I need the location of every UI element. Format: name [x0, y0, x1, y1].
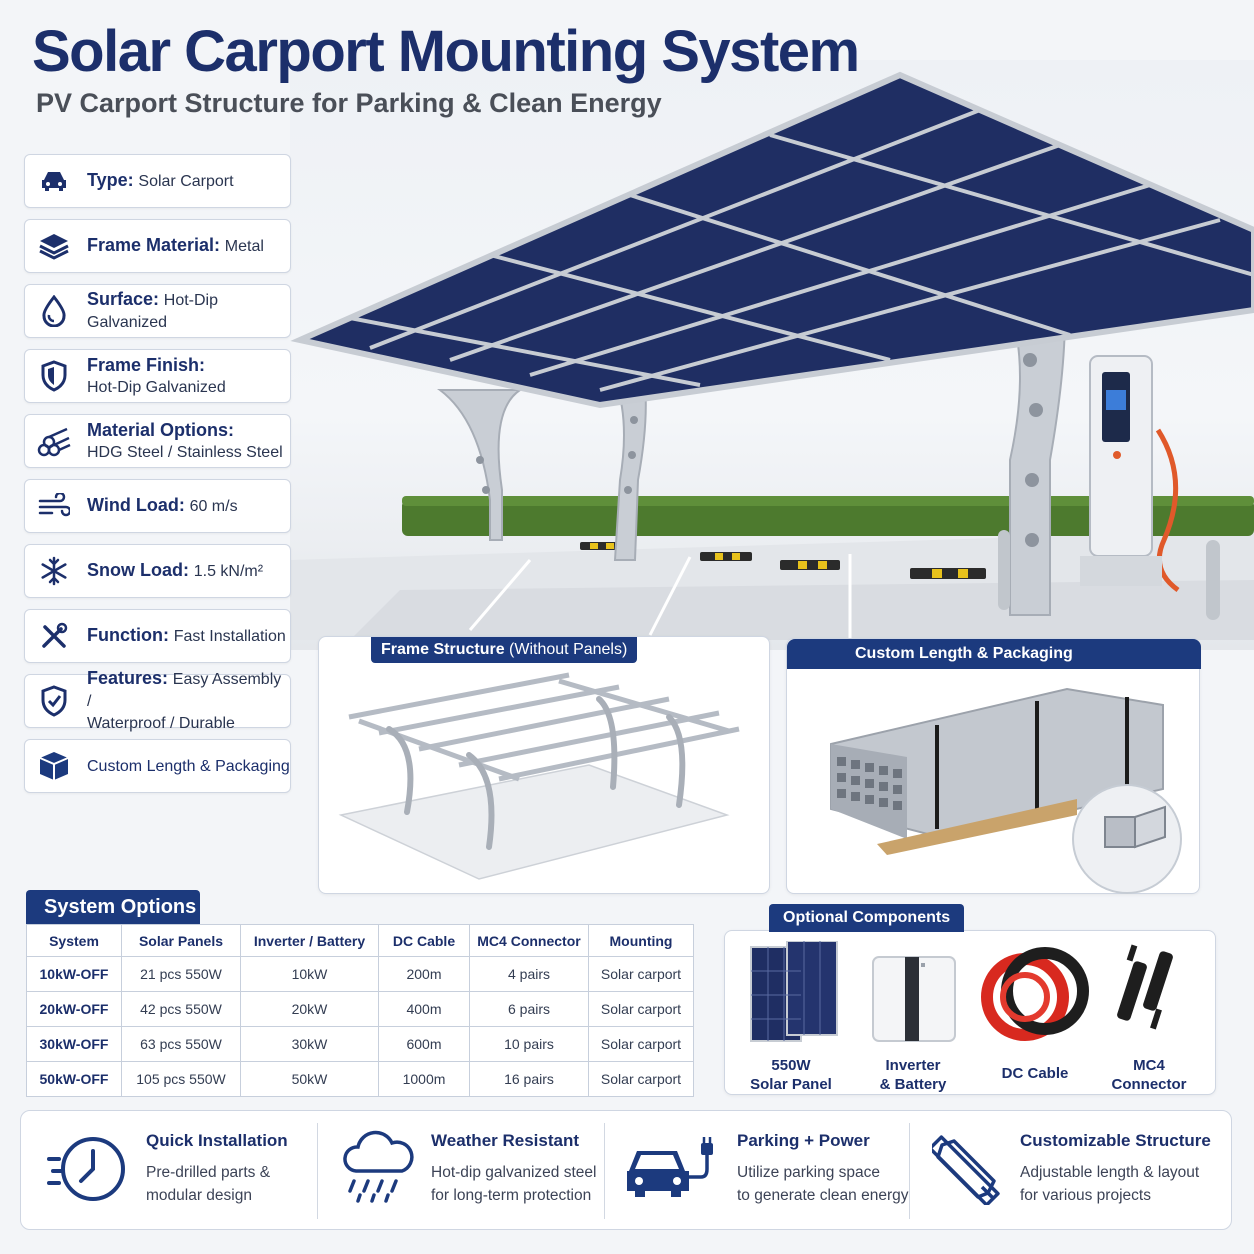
table-row: 50kW-OFF 105 pcs 550W 50kW 1000m 16 pair… — [26, 1061, 694, 1097]
table-cell: 20kW-OFF — [26, 991, 122, 1027]
carport-illustration — [290, 71, 1254, 640]
solar-panel-icon — [750, 940, 838, 1042]
frame-structure-label: Frame Structure (Without Panels) — [371, 637, 638, 663]
spec-type: Type: Solar Carport — [24, 154, 291, 208]
column-header: Mounting — [588, 924, 694, 957]
spec-material-options: Material Options:HDG Steel / Stainless S… — [24, 414, 291, 468]
ruler-pencil-icon — [932, 1135, 1000, 1205]
frame-structure-panel: Frame Structure (Without Panels) — [318, 636, 770, 894]
packaging-label: Custom Length & Packaging — [855, 645, 1073, 662]
table-cell: 10kW-OFF — [26, 956, 122, 992]
pipes-icon — [37, 424, 71, 458]
shield-icon — [37, 359, 71, 393]
spec-frame-material: Frame Material: Metal — [24, 219, 291, 273]
snowflake-icon — [37, 554, 71, 588]
system-options-title: System Options — [26, 890, 200, 925]
page-subtitle: PV Carport Structure for Parking & Clean… — [36, 88, 662, 118]
spec-list: Type: Solar Carport Frame Material: Meta… — [24, 154, 291, 804]
table-cell: 105 pcs 550W — [121, 1061, 241, 1097]
table-cell: 1000m — [378, 1061, 470, 1097]
ev-car-icon — [627, 1137, 713, 1197]
table-cell: 42 pcs 550W — [121, 991, 241, 1027]
droplet-icon — [37, 294, 71, 328]
tools-icon — [37, 619, 71, 653]
table-header-row: System Solar Panels Inverter / Battery D… — [26, 924, 694, 957]
table-cell: 21 pcs 550W — [121, 956, 241, 992]
column-header: Inverter / Battery — [240, 924, 379, 957]
table-cell: 16 pairs — [469, 1061, 589, 1097]
table-cell: 400m — [378, 991, 470, 1027]
component-inverter-battery: Inverter& Battery — [859, 941, 967, 1094]
features-bar: Quick Installation Pre-drilled parts &mo… — [20, 1110, 1232, 1230]
rain-cloud-icon — [343, 1130, 414, 1203]
frame-structure-illustration — [338, 672, 740, 880]
table-cell: 10 pairs — [469, 1026, 589, 1062]
table-cell: Solar carport — [588, 956, 694, 992]
shield-check-icon — [37, 684, 71, 718]
table-cell: 20kW — [240, 991, 379, 1027]
feature-weather-resistant: Weather Resistant Hot-dip galvanized ste… — [318, 1111, 604, 1231]
steel-profiles-bundle — [830, 687, 1182, 894]
feature-customizable-structure: Customizable Structure Adjustable length… — [910, 1111, 1232, 1231]
spec-custom-length: Custom Length & Packaging — [24, 739, 291, 793]
inverter-battery-icon — [872, 956, 956, 1042]
optional-components-title: Optional Components — [769, 904, 965, 932]
clock-icon — [47, 1137, 125, 1201]
column-header: MC4 Connector — [469, 924, 589, 957]
dc-cable-icon — [981, 947, 1089, 1041]
spec-surface: Surface: Hot-Dip Galvanized — [24, 284, 291, 338]
table-cell: Solar carport — [588, 1061, 694, 1097]
column-header: Solar Panels — [121, 924, 241, 957]
table-cell: 6 pairs — [469, 991, 589, 1027]
box-icon — [37, 749, 71, 783]
table-row: 30kW-OFF 63 pcs 550W 30kW 600m 10 pairs … — [26, 1026, 694, 1062]
table-cell: 10kW — [240, 956, 379, 992]
table-cell: 200m — [378, 956, 470, 992]
table-cell: 4 pairs — [469, 956, 589, 992]
packaging-header — [787, 639, 1201, 669]
column-header: DC Cable — [378, 924, 470, 957]
table-row: 20kW-OFF 42 pcs 550W 20kW 400m 6 pairs S… — [26, 991, 694, 1027]
mc4-connector-icon — [1117, 944, 1173, 1030]
system-options-table: System Solar Panels Inverter / Battery D… — [26, 924, 694, 1097]
table-cell: 50kW — [240, 1061, 379, 1097]
feature-quick-installation: Quick Installation Pre-drilled parts &mo… — [21, 1111, 317, 1231]
component-dc-cable: DC Cable — [981, 941, 1089, 1083]
table-cell: 30kW — [240, 1026, 379, 1062]
packaging-panel: Custom Length & Packaging — [786, 638, 1201, 894]
table-cell: 50kW-OFF — [26, 1061, 122, 1097]
spec-frame-finish: Frame Finish:Hot-Dip Galvanized — [24, 349, 291, 403]
table-cell: 30kW-OFF — [26, 1026, 122, 1062]
wind-icon — [37, 489, 71, 523]
table-cell: Solar carport — [588, 991, 694, 1027]
spec-features: Features: Easy Assembly /Waterproof / Du… — [24, 668, 291, 732]
car-icon — [37, 164, 71, 198]
spec-snow-load: Snow Load: 1.5 kN/m² — [24, 544, 291, 598]
table-row: 10kW-OFF 21 pcs 550W 10kW 200m 4 pairs S… — [26, 956, 694, 992]
layers-icon — [37, 229, 71, 263]
column-header: System — [26, 924, 122, 957]
page-title: Solar Carport Mounting System — [32, 19, 860, 84]
table-cell: Solar carport — [588, 1026, 694, 1062]
table-cell: 63 pcs 550W — [121, 1026, 241, 1062]
table-cell: 600m — [378, 1026, 470, 1062]
spec-wind-load: Wind Load: 60 m/s — [24, 479, 291, 533]
spec-function: Function: Fast Installation — [24, 609, 291, 663]
